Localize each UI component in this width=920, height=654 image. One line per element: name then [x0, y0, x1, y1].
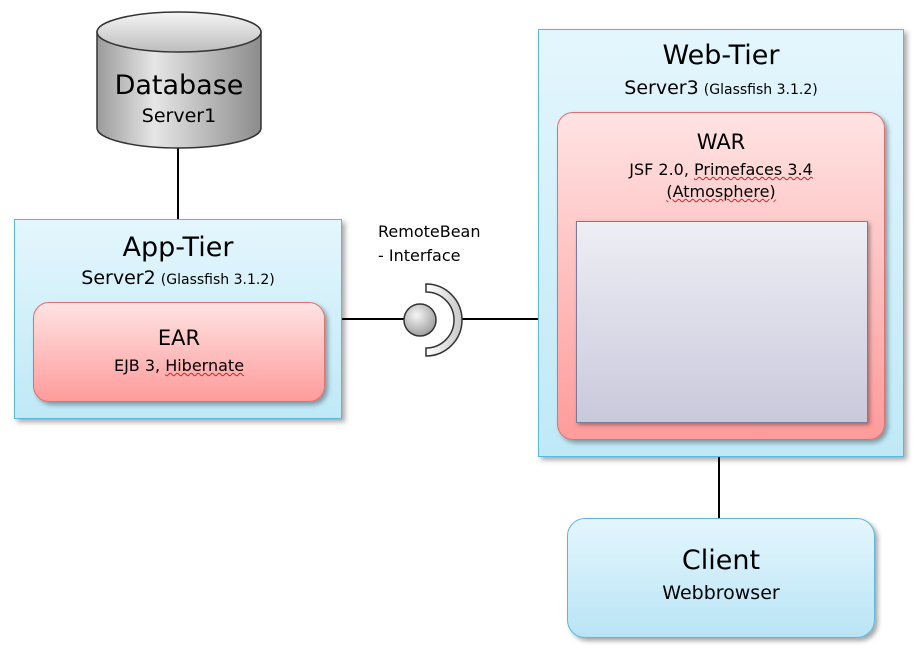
ear-tech-ejb: EJB 3,: [113, 356, 166, 375]
war-tech: JSF 2.0, Primefaces 3.4: [558, 159, 884, 180]
war-tech-primefaces: Primefaces 3.4: [694, 160, 813, 179]
web-client-connector: [718, 420, 720, 518]
app-tier-server-label: Server2 (Glassfish 3.1.2): [15, 266, 341, 290]
web-tier-title: Web-Tier: [662, 40, 780, 71]
database-title: Database: [114, 70, 244, 101]
app-tier-box: App-Tier Server2 (Glassfish 3.1.2) EAR E…: [14, 219, 342, 419]
interface-socket-icon: [403, 283, 463, 357]
web-tier-server: Server3: [624, 77, 699, 99]
client-title: Client: [681, 545, 761, 576]
database-cylinder: [96, 11, 262, 149]
ear-tech: EJB 3, Hibernate: [34, 355, 324, 376]
war-title: WAR: [696, 130, 746, 154]
interface-label: RemoteBean - Interface: [378, 221, 518, 266]
war-tech-atmosphere: (Atmosphere): [666, 182, 776, 201]
interface-web-connector: [458, 318, 574, 320]
app-tier-title: App-Tier: [122, 232, 234, 263]
ear-title: EAR: [157, 326, 201, 350]
app-tier-server: Server2: [81, 267, 156, 289]
web-tier-server-label: Server3 (Glassfish 3.1.2): [539, 76, 903, 100]
database-server-label: Server1: [141, 105, 217, 127]
war-box: WAR JSF 2.0, Primefaces 3.4 (Atmosphere): [557, 112, 885, 440]
interface-label-line2: - Interface: [378, 246, 461, 265]
web-tier-box: Web-Tier Server3 (Glassfish 3.1.2) WAR J…: [538, 29, 904, 457]
db-app-connector: [177, 148, 179, 220]
managed-bean-box: [576, 221, 868, 423]
client-box: Client Webbrowser: [567, 518, 875, 638]
interface-label-line1: RemoteBean: [378, 222, 481, 241]
ear-tech-hibernate: Hibernate: [165, 356, 245, 375]
app-interface-connector: [342, 318, 404, 320]
web-tier-server-detail: (Glassfish 3.1.2): [703, 82, 818, 98]
app-tier-server-detail: (Glassfish 3.1.2): [160, 272, 275, 288]
ear-box: EAR EJB 3, Hibernate: [33, 302, 325, 402]
war-tech-jsf: JSF 2.0,: [629, 160, 694, 179]
client-subtitle: Webbrowser: [662, 582, 780, 604]
